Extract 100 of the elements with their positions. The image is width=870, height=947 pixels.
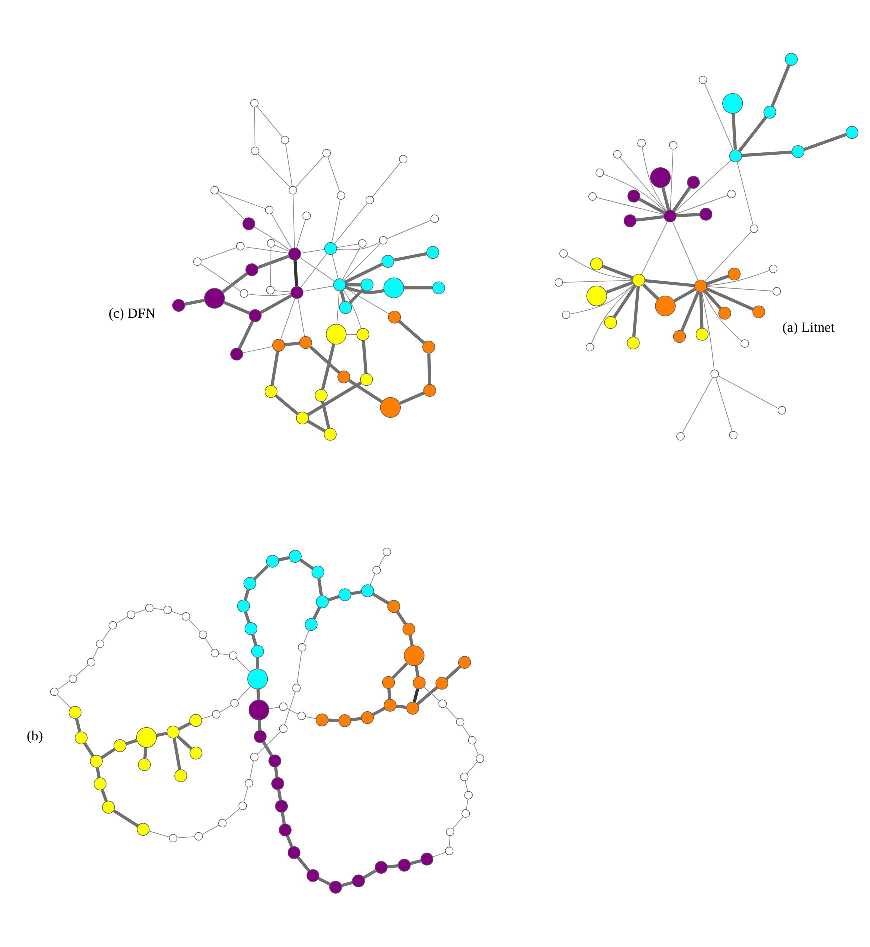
connector <box>704 290 722 310</box>
connector <box>351 590 362 596</box>
connector <box>348 379 383 404</box>
node-circle <box>728 190 736 198</box>
connector <box>349 288 364 304</box>
connector <box>770 64 791 108</box>
connector <box>340 290 346 302</box>
node-circle <box>700 208 713 221</box>
node-circle <box>436 677 449 690</box>
node-circle <box>655 296 676 317</box>
node-circle <box>384 278 404 298</box>
connector <box>252 634 258 646</box>
node-circle <box>554 278 564 287</box>
connector <box>202 825 220 835</box>
node-circle <box>290 286 304 300</box>
node-circle <box>729 431 738 440</box>
connector <box>346 334 358 335</box>
node-circle <box>229 652 238 660</box>
node-circle <box>764 106 777 119</box>
connector <box>378 555 386 568</box>
node-circle <box>772 287 782 296</box>
connector <box>100 790 108 802</box>
connector <box>452 816 464 830</box>
node-circle <box>338 370 350 384</box>
connector <box>149 831 170 838</box>
connector <box>642 147 667 212</box>
node-circle <box>251 645 264 658</box>
node-circle <box>108 621 118 630</box>
connector <box>300 257 336 282</box>
connector <box>178 722 192 731</box>
node-circle <box>388 600 400 614</box>
node-circle <box>254 730 267 744</box>
node-circle <box>382 676 396 690</box>
node-circle <box>102 801 116 814</box>
connector <box>284 342 300 346</box>
node-circle <box>172 299 186 312</box>
connector <box>296 651 302 685</box>
connector <box>271 213 292 250</box>
node-circle <box>352 874 366 888</box>
connector <box>362 340 368 374</box>
connector <box>676 195 728 214</box>
node-circle <box>638 139 646 148</box>
connector <box>566 256 634 280</box>
node-circle <box>384 699 397 712</box>
connector <box>310 346 340 374</box>
node-circle <box>380 397 401 418</box>
connector <box>305 716 317 720</box>
connector <box>388 689 392 700</box>
connector <box>220 705 232 713</box>
node-circle <box>138 758 152 772</box>
node-circle <box>315 389 328 402</box>
node-circle <box>624 214 637 228</box>
connector <box>262 741 274 757</box>
connector <box>404 286 433 290</box>
node-circle <box>288 186 298 195</box>
connector <box>242 346 274 354</box>
connector <box>742 150 792 158</box>
node-circle <box>244 779 254 788</box>
connector <box>156 732 168 738</box>
node-circle <box>628 190 641 203</box>
node-circle <box>710 370 720 378</box>
node-circle <box>785 53 798 66</box>
connector <box>396 611 407 625</box>
connector <box>321 401 331 429</box>
node-circle <box>613 150 622 159</box>
node-circle <box>650 167 671 188</box>
node-circle <box>242 218 256 230</box>
node-circle <box>280 136 290 144</box>
connector <box>225 808 240 822</box>
node-circle <box>288 846 301 860</box>
connector <box>297 856 310 872</box>
connector <box>704 84 734 151</box>
connector <box>321 344 336 390</box>
connector <box>672 186 692 212</box>
connector <box>332 200 341 243</box>
connector <box>332 254 339 280</box>
node-circle <box>604 316 618 330</box>
connector <box>258 154 291 188</box>
node-circle <box>590 258 604 271</box>
label: (a) Litnet <box>782 321 835 336</box>
node-circle <box>673 330 686 344</box>
connector <box>171 611 183 616</box>
connector <box>336 242 380 250</box>
connector <box>328 718 339 722</box>
connector <box>604 174 666 212</box>
node-circle <box>420 852 434 866</box>
connector <box>303 286 334 292</box>
connector <box>387 864 398 869</box>
node-circle <box>422 340 436 354</box>
node-circle <box>740 340 750 348</box>
node-circle <box>279 824 292 837</box>
connector <box>177 836 195 838</box>
connector <box>307 382 362 416</box>
node-circle <box>312 566 325 579</box>
node-circle <box>136 727 158 748</box>
node-circle <box>75 732 88 744</box>
node-circle <box>769 264 778 274</box>
connector <box>676 213 700 218</box>
node-circle <box>169 834 178 843</box>
node-circle <box>460 772 469 782</box>
